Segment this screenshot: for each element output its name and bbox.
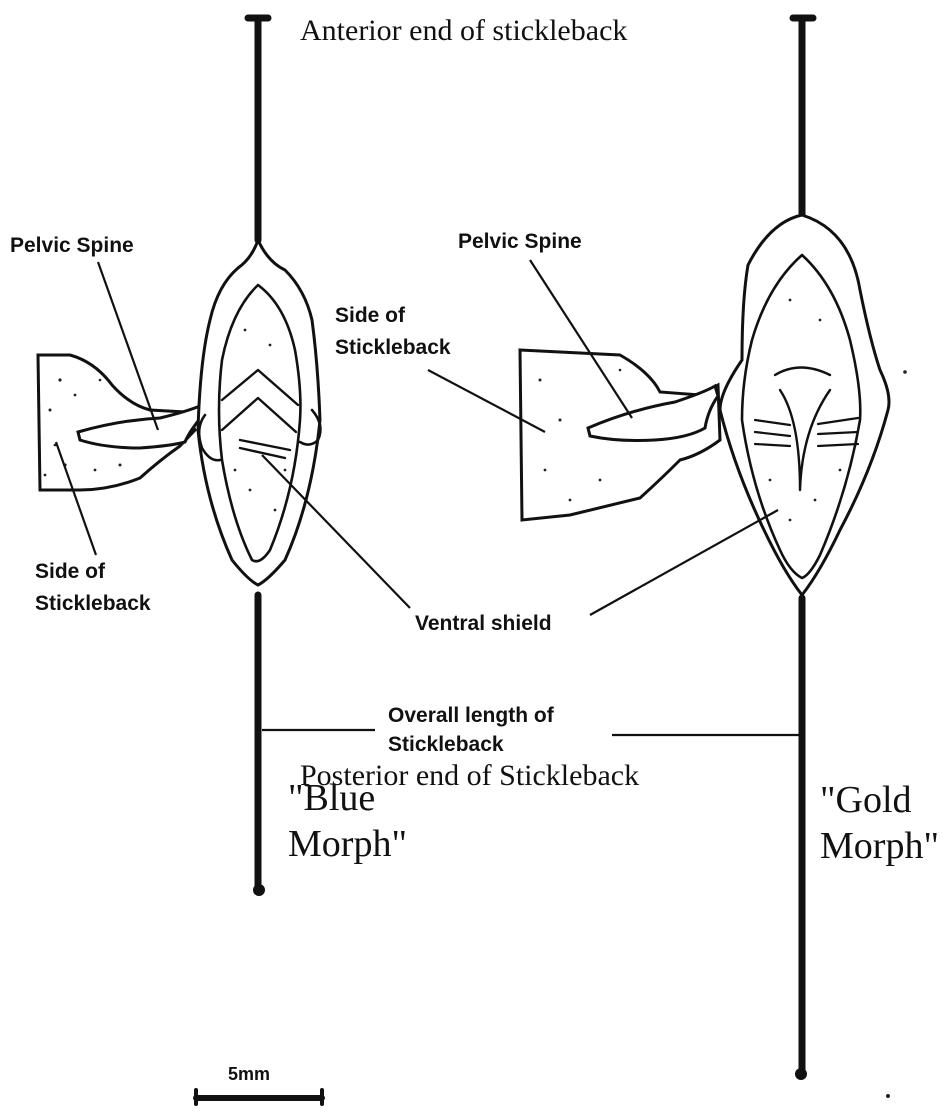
side-of-stickleback-label-right-line2: Stickleback <box>335 336 451 359</box>
pelvic-spine-label-right: Pelvic Spine <box>458 230 582 253</box>
anterior-end-label: Anterior end of stickleback <box>300 14 627 47</box>
overall-length-label-line2: Stickleback <box>388 733 504 756</box>
blue-morph-label-line2: Morph" <box>288 823 407 865</box>
side-of-stickleback-label-left-line1: Side of <box>35 560 106 583</box>
gold-morph-label-line2: Morph" <box>820 825 939 867</box>
scale-bar <box>196 1090 322 1104</box>
overall-length-label-line1: Overall length of <box>388 704 555 727</box>
side-of-stickleback-label-left-line2: Stickleback <box>35 592 151 615</box>
blue-morph-pelvic-structure <box>38 240 320 585</box>
blue-morph-label-line1: "Blue <box>288 777 375 819</box>
gold-morph-label-line1: "Gold <box>820 779 912 821</box>
leader-lines <box>56 260 802 735</box>
side-of-stickleback-label-right-line1: Side of <box>335 304 406 327</box>
gold-morph-pelvic-structure <box>520 215 907 1098</box>
scale-bar-label: 5mm <box>228 1064 270 1084</box>
pelvic-spine-label-left: Pelvic Spine <box>10 234 134 257</box>
ventral-shield-label: Ventral shield <box>415 612 552 635</box>
